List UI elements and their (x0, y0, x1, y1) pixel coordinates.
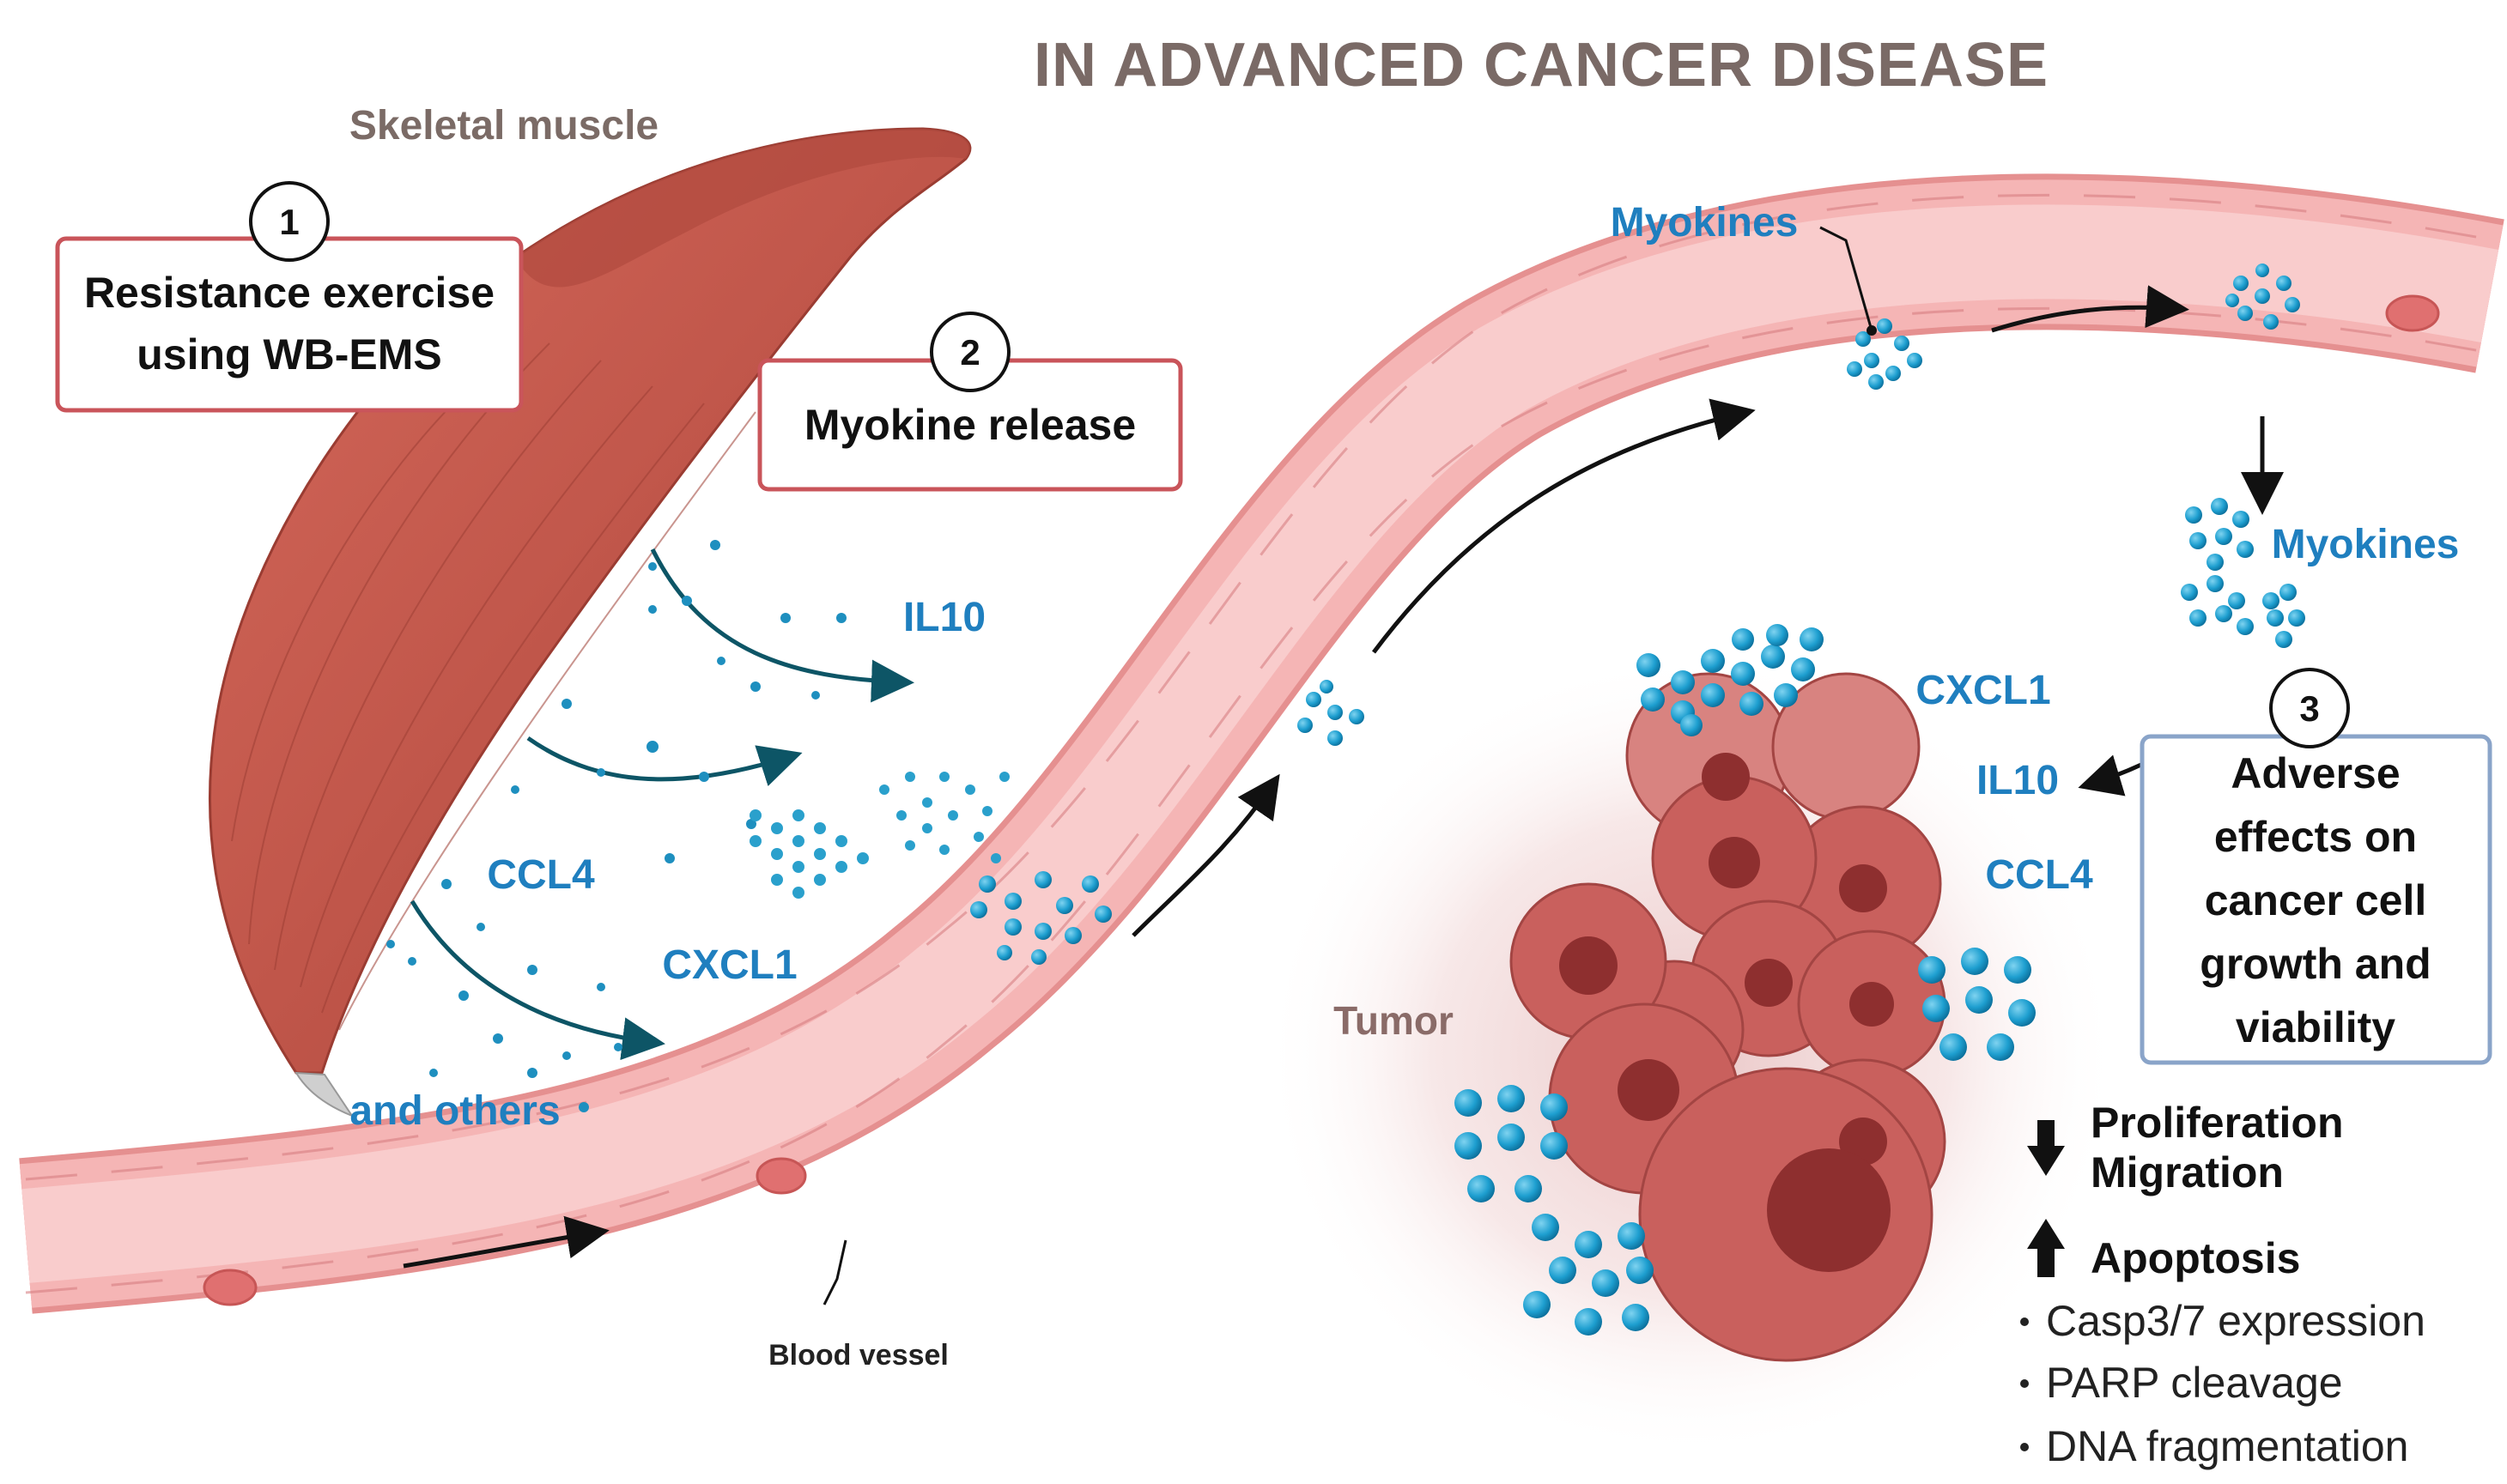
step-3-number: 3 (2299, 688, 2319, 729)
step-1-line-1: Resistance exercise (84, 269, 495, 317)
step-3-line-1: Adverse (2231, 749, 2400, 797)
myokines-label-vessel: Myokines (1611, 200, 1799, 245)
myokines-leader-line (1819, 226, 1873, 331)
tumor-label-cxcl1: CXCL1 (1915, 668, 2050, 713)
effect-migration: Migration (2091, 1148, 2284, 1196)
myokine-release-beads (2181, 498, 2305, 648)
label-cxcl1-release: CXCL1 (662, 942, 797, 988)
myokine-vessel-beads (970, 263, 2300, 965)
tumor-label: Tumor (1333, 998, 1454, 1043)
marker-parp: PARP cleavage (2046, 1359, 2343, 1407)
up-arrow-icon (2027, 1219, 2065, 1277)
release-arrows (410, 548, 914, 1061)
label-ccl4-release: CCL4 (487, 852, 595, 898)
blood-vessel (19, 173, 2504, 1314)
blood-vessel-leader-line (823, 1239, 847, 1305)
tumor (1262, 652, 2121, 1459)
label-and-others: and others (349, 1088, 560, 1134)
step-3-line-5: viability (2236, 1003, 2395, 1051)
myokine-dense-cluster (750, 772, 1010, 899)
diagram-title: IN ADVANCED CANCER DISEASE (1034, 31, 2049, 100)
marker-casp: Casp3/7 expression (2046, 1297, 2425, 1345)
effect-apoptosis: Apoptosis (2091, 1234, 2300, 1282)
step-3-line-4: growth and (2200, 940, 2431, 988)
step-3-line-3: cancer cell (2205, 876, 2427, 924)
skeletal-muscle-label: Skeletal muscle (349, 103, 659, 148)
step-1-line-2: using WB-EMS (137, 330, 442, 379)
step-2-box: Myokine release 2 (757, 312, 1183, 492)
marker-dna: DNA fragmentation (2046, 1422, 2408, 1470)
myokine-particles (386, 540, 847, 1112)
tumor-myokine-beads (1454, 624, 2036, 1336)
tumor-label-il10: IL10 (1976, 758, 2059, 803)
tumor-label-ccl4: CCL4 (1985, 852, 2093, 898)
label-il10-release: IL10 (903, 595, 986, 640)
step-2-number: 2 (960, 332, 980, 373)
step-1-number: 1 (279, 202, 299, 242)
step-1-box: Resistance exercise using WB-EMS 1 (55, 181, 524, 413)
step-3-line-2: effects on (2214, 813, 2417, 861)
down-arrow-icon (2027, 1120, 2065, 1176)
effect-proliferation: Proliferation (2091, 1099, 2343, 1147)
blood-vessel-label: Blood vessel (768, 1339, 949, 1372)
myokines-label-release: Myokines (2272, 522, 2460, 567)
step-3-box: Adverse effects on cancer cell growth an… (2140, 668, 2492, 1065)
step-2-line-1: Myokine release (804, 401, 1136, 449)
effects-list: Proliferation Migration Apoptosis Casp3/… (2020, 1099, 2425, 1470)
